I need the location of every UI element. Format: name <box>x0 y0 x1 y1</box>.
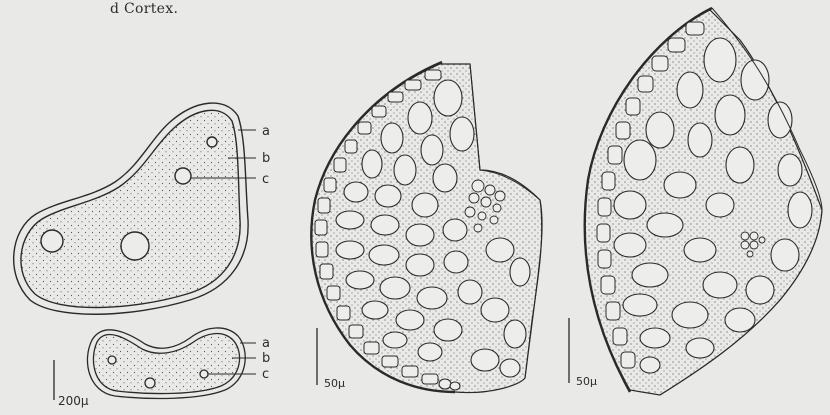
label-c-large: c <box>262 172 269 187</box>
small-canal-3 <box>200 370 208 378</box>
scale-label-50-middle: 50µ <box>324 377 345 390</box>
label-b-small: b <box>262 351 270 366</box>
scale-label-200: 200µ <box>58 394 89 408</box>
oil-canal-4 <box>207 137 217 147</box>
label-c-small: c <box>262 367 269 382</box>
outline-section-large <box>14 103 256 314</box>
label-b-large: b <box>262 151 270 166</box>
oil-canal-3 <box>175 168 191 184</box>
oil-canal-2 <box>121 232 149 260</box>
oil-canal-1 <box>41 230 63 252</box>
label-a-small: a <box>262 336 270 351</box>
small-canal-1 <box>108 356 116 364</box>
scale-label-50-right: 50µ <box>576 375 597 388</box>
cell-section-middle <box>311 62 542 393</box>
label-a-large: a <box>262 124 270 139</box>
small-canal-2 <box>145 378 155 388</box>
outline-small-inner <box>93 334 239 394</box>
cell-section-right <box>585 8 822 395</box>
outline-section-small <box>87 328 256 399</box>
